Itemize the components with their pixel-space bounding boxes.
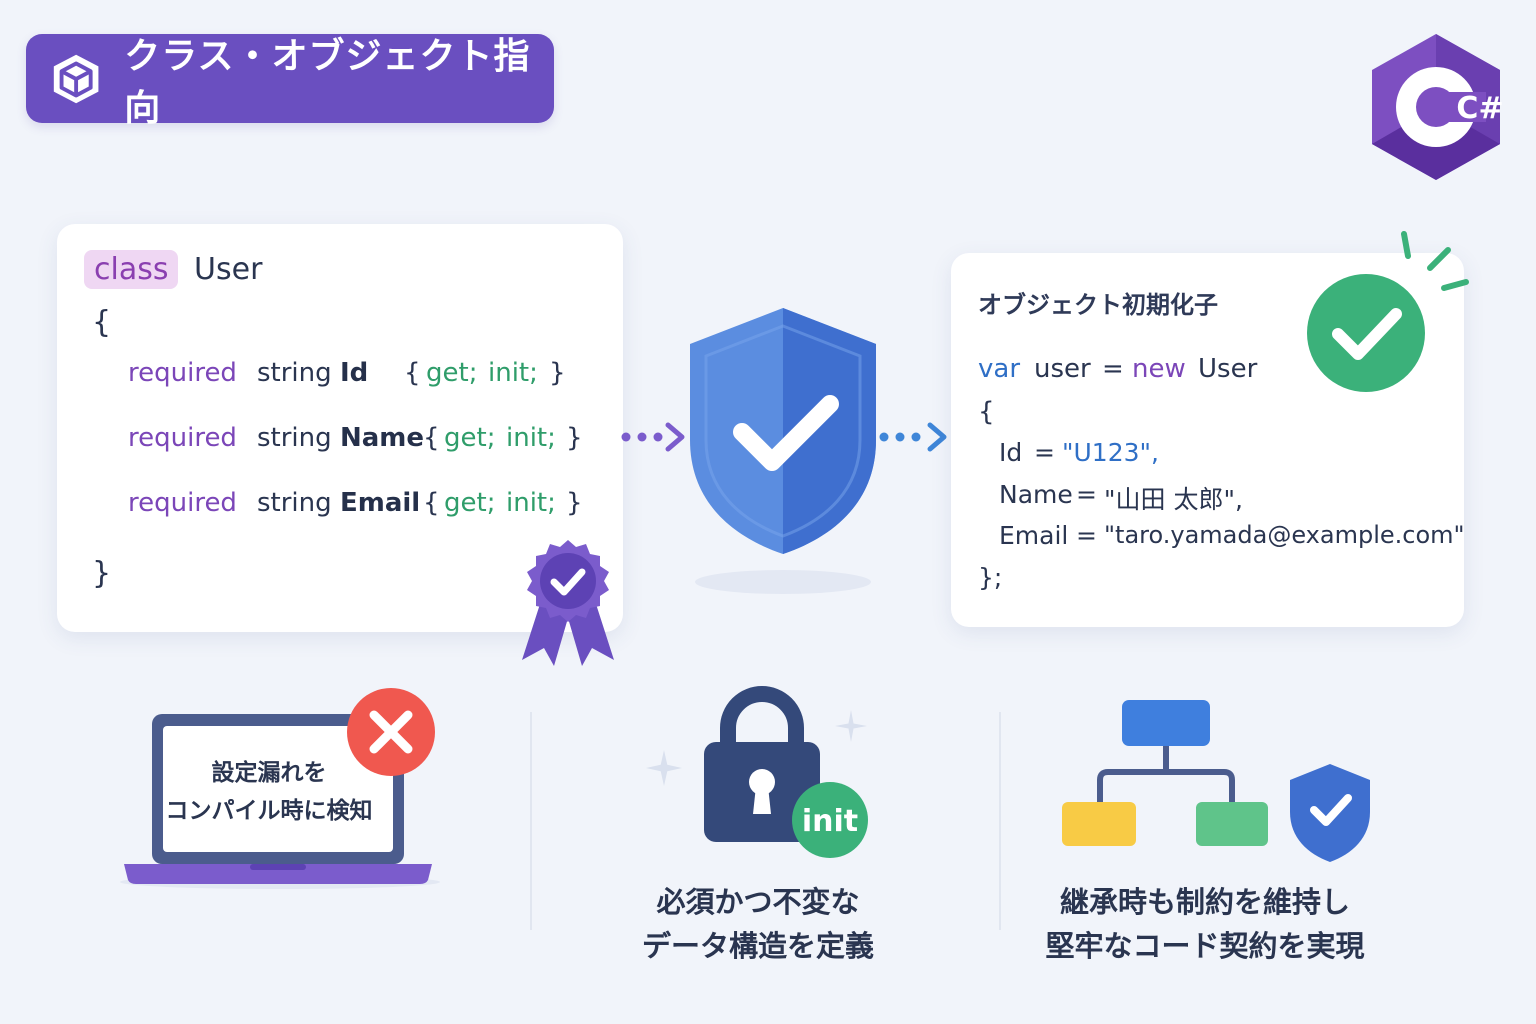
feature-contract-text: 継承時も制約を維持し 堅牢なコード契約を実現 [1045,885,1365,963]
class-open-brace: { [92,305,112,340]
feature-immutable-text: 必須かつ不変な データ構造を定義 [641,885,874,963]
initializer-close: }; [978,563,1003,592]
title-banner: クラス・オブジェクト指向 [26,34,554,129]
shield-check-icon [690,308,876,594]
arrow-right-icon [621,422,685,452]
csharp-logo-text: C# [1456,91,1503,126]
hierarchy-shield-icon [1062,700,1370,862]
arrow-right-icon [879,422,947,452]
lock-icon: init [646,686,868,858]
class-declaration: class User [84,250,263,289]
award-ribbon-icon [522,540,614,666]
check-circle-icon [1307,231,1469,392]
laptop-error-icon [120,688,440,889]
init-badge-text: init [802,804,858,839]
feature-divider [530,712,532,930]
feature-divider [999,712,1001,930]
class-definition-card [57,224,623,632]
page-title: クラス・オブジェクト指向 [124,35,531,129]
initializer-open-brace: { [978,397,995,427]
cube-icon [53,54,99,103]
feature-compile-check-text: 設定漏れを コンパイル時に検知 [165,760,373,824]
class-close-brace: } [92,556,112,591]
initializer-title: オブジェクト初期化子 [978,291,1218,319]
class-name: User [194,252,263,287]
csharp-logo-icon: C# [1372,34,1504,180]
class-keyword: class [84,250,179,289]
